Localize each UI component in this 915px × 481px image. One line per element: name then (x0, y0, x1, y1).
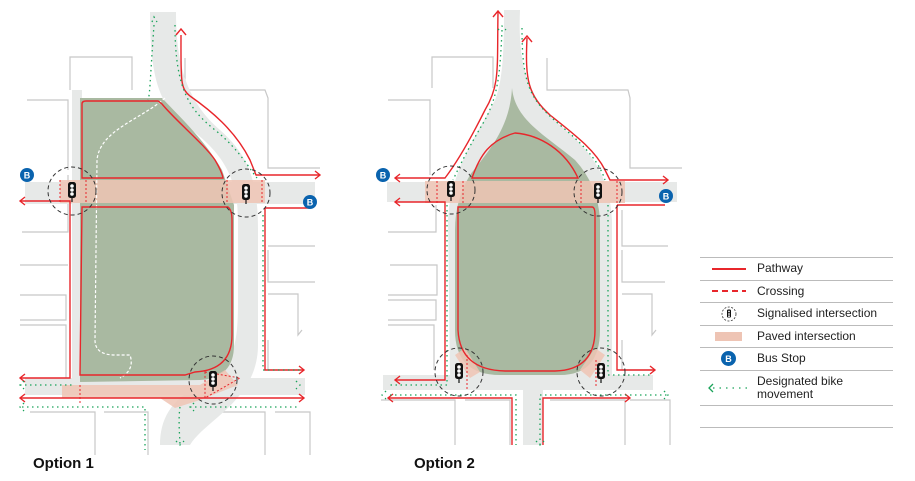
option-2-label: Option 2 (414, 455, 475, 472)
traffic-signal-icon (721, 306, 736, 322)
option-1-label: Option 1 (33, 455, 94, 472)
legend-item-paved: Paved intersection (700, 324, 893, 348)
bus-stop-icon (659, 189, 673, 203)
park-area (80, 98, 234, 382)
bus-stop-icon: B (721, 351, 736, 367)
bike-arrow-icon (707, 383, 749, 392)
bus-stop-icon (376, 168, 390, 182)
legend-item-pathway: Pathway (700, 257, 893, 280)
legend-item-signalised: Signalised intersection (700, 302, 893, 325)
pathways (18, 27, 322, 403)
pathway-line-icon (711, 267, 746, 270)
legend-item-crossing: Crossing (700, 279, 893, 303)
option-1-plan (18, 12, 322, 455)
park-area (455, 88, 600, 375)
legend-empty-row (700, 404, 893, 428)
bus-stop-icon (303, 195, 317, 209)
option-2-plan (376, 9, 682, 446)
legend-item-bike: Designated bike movement (700, 369, 893, 405)
bike-routes (19, 15, 301, 450)
bus-stop-icon (20, 168, 34, 182)
legend-item-bus-stop: B Bus Stop (700, 347, 893, 370)
bike-routes (381, 25, 669, 446)
paved-swatch-icon (715, 331, 742, 341)
legend: Pathway Crossing Signalised intersection… (700, 257, 893, 428)
crossing-line-icon (711, 290, 746, 293)
